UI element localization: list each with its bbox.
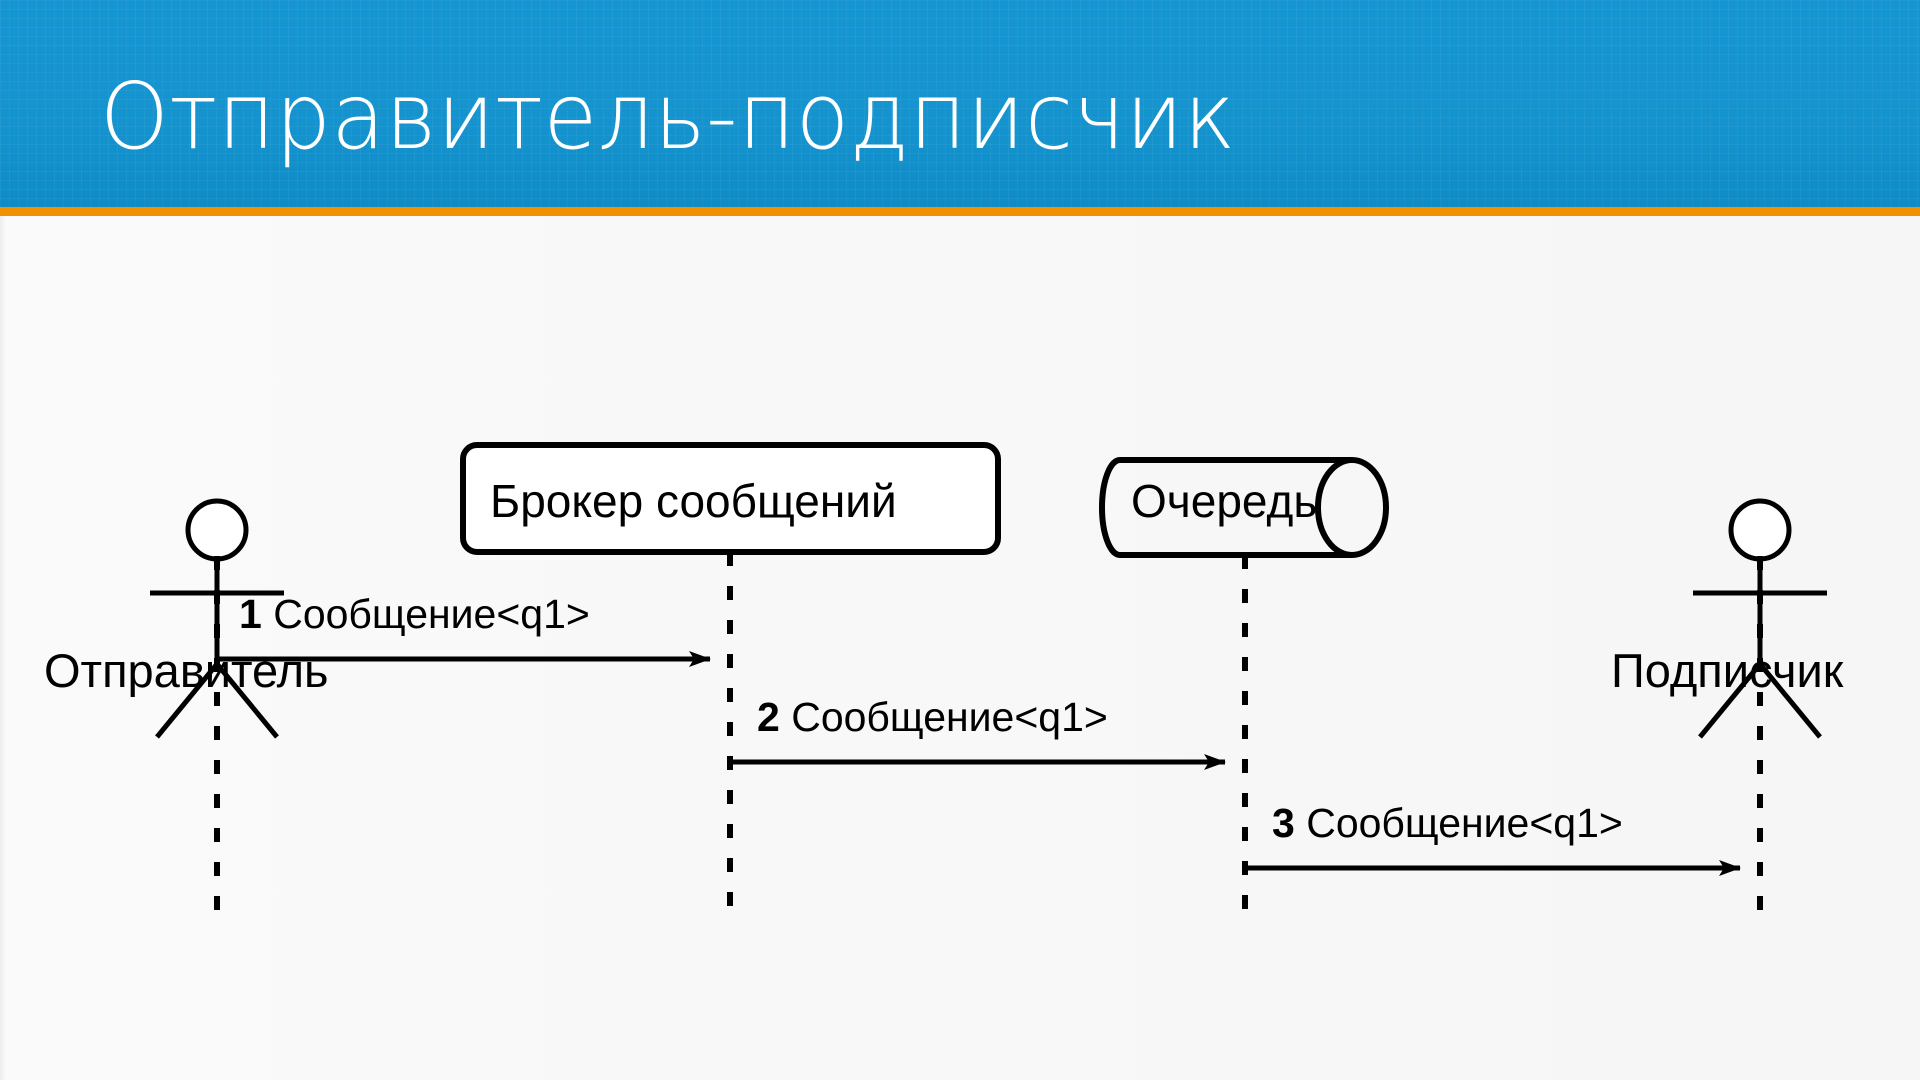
- participant-sender-actor: [150, 498, 284, 739]
- message-label-1: 1 Сообщение<q1>: [239, 594, 590, 635]
- message-label-3: 3 Сообщение<q1>: [1272, 803, 1623, 844]
- message-text-2-space: [780, 694, 791, 740]
- message-number-3: 3: [1272, 800, 1295, 846]
- participant-label-subscriber: Подписчик: [1611, 644, 1844, 697]
- message-text-1: Сообщение<q1>: [273, 591, 590, 637]
- message-text-3-space: [1295, 800, 1306, 846]
- slide-header-banner: [0, 0, 1920, 207]
- slide-body: Отправитель Брокер сообщений Очередь Под…: [0, 216, 1920, 1080]
- participant-queue-cylinder: [1099, 457, 1389, 558]
- header-accent-rule: [0, 207, 1920, 216]
- message-text-3: Сообщение<q1>: [1306, 800, 1623, 846]
- participant-label-sender: Отправитель: [44, 644, 329, 697]
- message-text-1-space: [262, 591, 273, 637]
- page-title: Отправитель-подписчик: [100, 63, 1237, 170]
- sequence-diagram: [150, 442, 1827, 922]
- message-number-1: 1: [239, 591, 262, 637]
- message-label-2: 2 Сообщение<q1>: [757, 697, 1108, 738]
- participant-label-broker: Брокер сообщений: [490, 475, 897, 527]
- participant-label-queue: Очередь: [1131, 475, 1318, 527]
- message-text-2: Сообщение<q1>: [791, 694, 1108, 740]
- message-number-2: 2: [757, 694, 780, 740]
